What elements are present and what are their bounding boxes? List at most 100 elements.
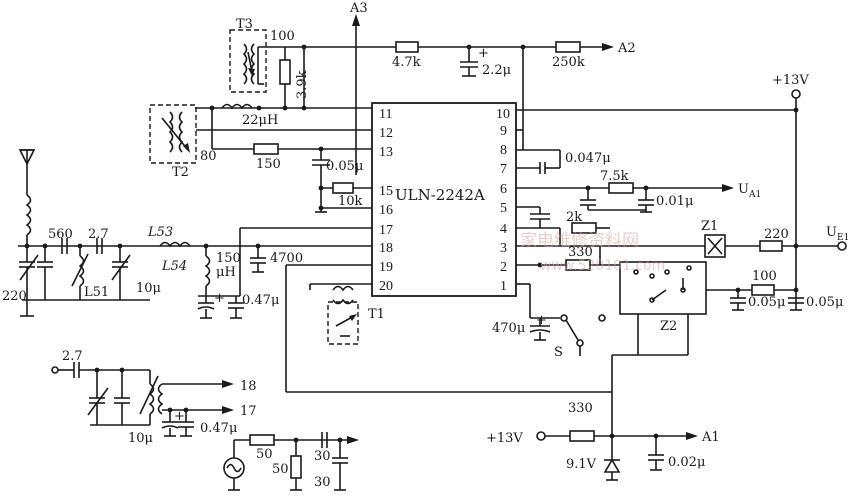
label-z1: Z1 (701, 219, 718, 234)
pin-1: 1 (500, 279, 507, 294)
t3-shield (229, 29, 267, 93)
pin-5: 5 (500, 201, 507, 216)
relay-z2 (619, 261, 707, 315)
label-91v: 9.1V (566, 457, 597, 472)
label-3k9: 3.9k (295, 70, 310, 99)
label-330a: 330 (568, 245, 593, 260)
svg-text:+: + (536, 313, 547, 328)
resistor-100b (751, 284, 775, 296)
label-100b: 100 (752, 269, 777, 284)
resistor-50a (249, 434, 275, 446)
label-a2: A2 (617, 41, 636, 56)
resistor-250k (555, 41, 581, 53)
label-30b: 30 (314, 475, 331, 490)
resistor-220-out (759, 240, 783, 252)
label-80: 80 (200, 149, 217, 164)
pin-10: 10 (496, 107, 510, 122)
label-t3: T3 (236, 17, 253, 32)
pin-7: 7 (500, 162, 507, 177)
label-150: 150 (256, 157, 281, 172)
label-4k7: 4.7k (392, 55, 421, 70)
pin-12: 12 (379, 126, 393, 141)
label-10k: 10k (338, 194, 363, 209)
resistor-bottom (569, 430, 595, 442)
label-250k: 250k (552, 55, 585, 70)
resistor-10k (332, 182, 354, 194)
label-2u2: 2.2μ (482, 63, 511, 78)
label-a3: A3 (349, 1, 368, 16)
resistor-50b (290, 455, 302, 479)
t2-shield (149, 104, 197, 164)
resistor-3k9 (279, 59, 291, 85)
label-002u: 0.02μ (668, 455, 705, 470)
label-001u: 0.01μ (656, 194, 693, 209)
label-z2: Z2 (660, 319, 677, 334)
label-005u-b: 0.05μ (748, 295, 785, 310)
pin-19: 19 (379, 260, 393, 275)
label-13v-bot: +13V (486, 431, 523, 446)
label-330b: 330 (568, 401, 593, 416)
pin-4: 4 (500, 222, 507, 237)
label-13v-top: +13V (772, 73, 809, 88)
ic-name: ULN-2242A (395, 186, 485, 204)
pin-18: 18 (379, 241, 393, 256)
label-560: 560 (48, 227, 73, 242)
ic-body (371, 102, 517, 297)
label-l53: L53 (147, 225, 173, 240)
label-ua1: U (738, 182, 749, 197)
label-2k: 2k (566, 210, 582, 225)
label-18: 18 (240, 379, 257, 394)
pin-15: 15 (379, 184, 393, 199)
label-a1: A1 (701, 430, 720, 445)
pin-9: 9 (500, 124, 507, 139)
label-l54: L54 (161, 259, 187, 274)
label-005u-c: 0.05μ (806, 295, 843, 310)
label-220-out: 220 (764, 227, 789, 242)
label-10u-b: 10μ (128, 431, 153, 446)
pin-2: 2 (500, 260, 507, 275)
pin-3: 3 (500, 241, 507, 256)
label-s: S (554, 345, 563, 360)
label-470u: 470μ (492, 321, 525, 336)
label-27b: 2.7 (62, 349, 83, 364)
resistor-150 (253, 143, 279, 155)
label-ue1: U (826, 225, 837, 240)
pin-20: 20 (379, 279, 393, 294)
label-t1: T1 (368, 307, 385, 322)
label-4700: 4700 (270, 251, 303, 266)
label-27a: 2.7 (88, 227, 109, 242)
pin-17: 17 (379, 223, 393, 238)
svg-text:+: + (174, 409, 185, 424)
label-t2: T2 (172, 165, 189, 180)
label-100: 100 (270, 29, 295, 44)
label-l51: L51 (84, 285, 109, 300)
watermark-line2: www.520101.com (540, 258, 665, 274)
label-ue1-sub: E1 (837, 233, 849, 243)
label-50b: 50 (272, 462, 289, 477)
resistor-4k7 (395, 41, 419, 53)
pin-13: 13 (379, 145, 393, 160)
pin-8: 8 (500, 143, 507, 158)
pin-16: 16 (379, 203, 393, 218)
label-150uh-a: 150 (216, 251, 241, 266)
label-0047u: 0.047μ (565, 151, 611, 166)
t1-shield (327, 301, 359, 345)
label-ua1-sub: A1 (748, 190, 761, 200)
label-220-in: 220 (2, 289, 27, 304)
watermark-line1: 家电维修资料网 (520, 231, 639, 251)
label-7k5: 7.5k (600, 169, 629, 184)
label-50a: 50 (256, 447, 273, 462)
resistor-330a (565, 259, 591, 271)
label-047u-b: 0.47μ (200, 421, 237, 436)
label-30a: 30 (314, 449, 331, 464)
label-22uh: 22μH (242, 113, 278, 128)
pin-11: 11 (379, 107, 392, 122)
label-150uh-b: μH (216, 265, 236, 280)
label-10u: 10μ (136, 281, 161, 296)
label-005u: 0.05μ (326, 159, 363, 174)
label-17: 17 (240, 404, 257, 419)
label-047u: 0.47μ (242, 293, 279, 308)
pin-6: 6 (500, 182, 507, 197)
